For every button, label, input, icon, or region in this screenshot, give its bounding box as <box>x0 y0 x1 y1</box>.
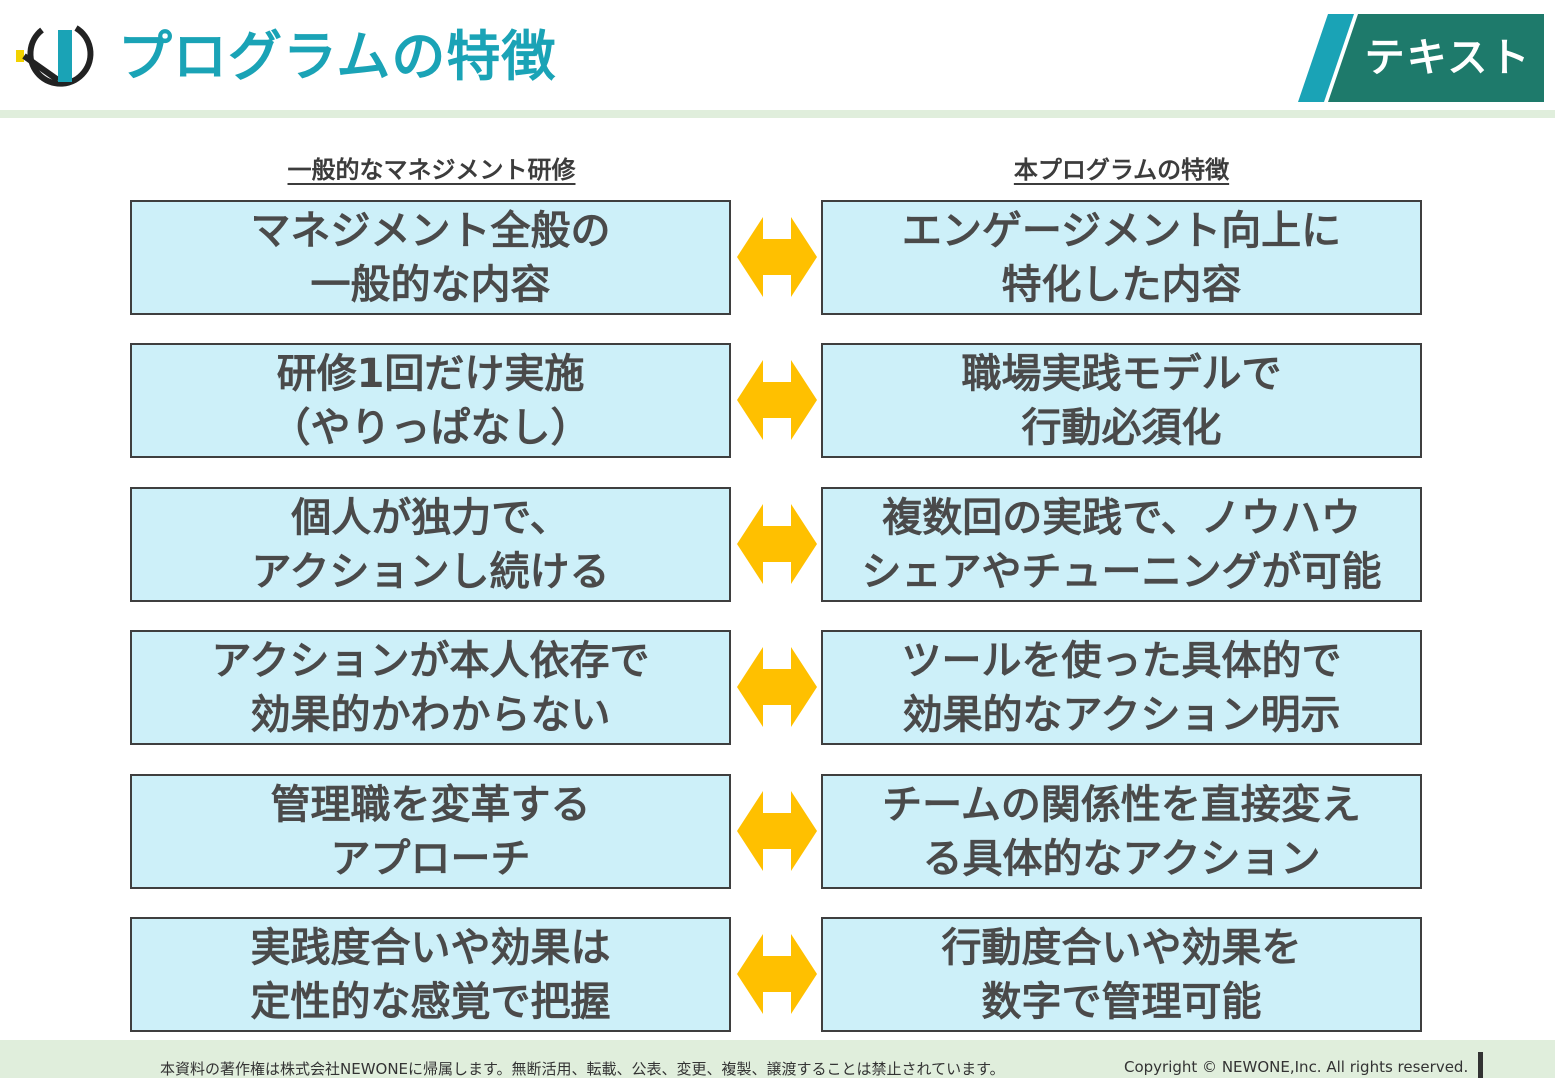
program-feature-box-6: 行動度合いや効果を 数字で管理可能 <box>821 917 1422 1032</box>
footer-bar <box>1478 1052 1483 1078</box>
general-training-box-2: 研修1回だけ実施 （やりっぱなし） <box>130 343 731 458</box>
double-arrow-icon <box>737 360 817 440</box>
program-feature-box-3: 複数回の実践で、ノウハウ シェアやチューニングが可能 <box>821 487 1422 602</box>
program-feature-box-4: ツールを使った具体的で 効果的なアクション明示 <box>821 630 1422 745</box>
double-arrow-icon <box>737 504 817 584</box>
left-column-heading: 一般的なマネジメント研修 <box>287 156 576 184</box>
slide-footer: 本資料の著作権は株式会社NEWONEに帰属します。無断活用、転載、公表、変更、複… <box>0 1040 1555 1078</box>
double-arrow-icon <box>737 647 817 727</box>
header-divider <box>0 110 1555 118</box>
tag-label: テキスト <box>1364 35 1532 81</box>
program-feature-box-5: チームの関係性を直接変え る具体的なアクション <box>821 774 1422 889</box>
tag-shape <box>1298 14 1544 102</box>
double-arrow-icon <box>737 217 817 297</box>
text-tag: テキスト <box>1298 14 1544 102</box>
copyright-notice: 本資料の著作権は株式会社NEWONEに帰属します。無断活用、転載、公表、変更、複… <box>160 1060 1005 1078</box>
general-training-box-5: 管理職を変革する アプローチ <box>130 774 731 889</box>
double-arrow-icon <box>737 791 817 871</box>
double-arrow-icon <box>737 934 817 1014</box>
program-feature-box-1: エンゲージメント向上に 特化した内容 <box>821 200 1422 315</box>
general-training-box-4: アクションが本人依存で 効果的かわからない <box>130 630 731 745</box>
slide-header: プログラムの特徴 テキスト <box>0 0 1555 118</box>
general-training-box-3: 個人が独力で、 アクションし続ける <box>130 487 731 602</box>
company-logo-icon <box>16 25 94 87</box>
general-training-box-6: 実践度合いや効果は 定性的な感覚で把握 <box>130 917 731 1032</box>
right-column-heading: 本プログラムの特徴 <box>1013 156 1230 184</box>
copyright-line: Copyright © NEWONE,Inc. All rights reser… <box>1124 1058 1469 1076</box>
general-training-box-1: マネジメント全般の 一般的な内容 <box>130 200 731 315</box>
page-title: プログラムの特徴 <box>118 25 557 88</box>
program-feature-box-2: 職場実践モデルで 行動必須化 <box>821 343 1422 458</box>
